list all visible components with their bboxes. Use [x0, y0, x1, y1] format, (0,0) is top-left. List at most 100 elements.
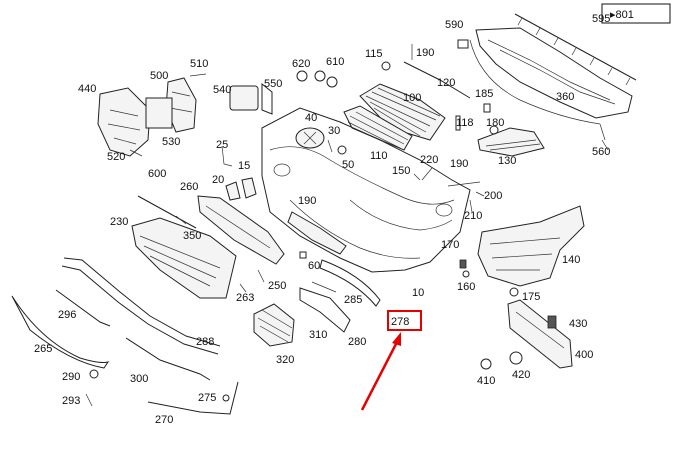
- part-110-grille-lower: [343, 105, 413, 151]
- part-10-bumper-cover: [261, 107, 471, 273]
- part-label-595[interactable]: 595: [592, 13, 610, 25]
- part-15-sensor: [241, 177, 257, 199]
- part-60-clip: [299, 251, 307, 259]
- part-360-bolt: [175, 215, 187, 225]
- part-label-190[interactable]: 190: [416, 47, 434, 59]
- part-label-350[interactable]: 350: [183, 230, 201, 242]
- part-label-296[interactable]: 296: [58, 309, 76, 321]
- part-label-180[interactable]: 180: [486, 117, 504, 129]
- part-label-278[interactable]: 278: [391, 316, 409, 328]
- part-500-bracket: [97, 87, 151, 157]
- part-label-50[interactable]: 50: [342, 159, 354, 171]
- part-275-strip: [147, 381, 239, 415]
- part-label-120[interactable]: 120: [437, 77, 455, 89]
- part-350-grille: [253, 303, 295, 347]
- parts-190-200-210-220: [447, 181, 485, 213]
- part-label-540[interactable]: 540: [213, 84, 231, 96]
- part-label-288[interactable]: 288: [196, 336, 214, 348]
- part-530-clip: [129, 149, 143, 157]
- part-label-150[interactable]: 150: [392, 165, 410, 177]
- part-label-293[interactable]: 293: [62, 395, 80, 407]
- part-label-420[interactable]: 420: [512, 369, 530, 381]
- part-label-600[interactable]: 600: [148, 168, 166, 180]
- part-160-clip: [462, 270, 470, 278]
- part-190-lower-grille: [287, 211, 347, 255]
- part-label-560[interactable]: 560: [592, 146, 610, 158]
- part-label-280[interactable]: 280: [348, 336, 366, 348]
- part-label-400[interactable]: 400: [575, 349, 593, 361]
- part-label-190[interactable]: 190: [298, 195, 316, 207]
- part-label-270[interactable]: 270: [155, 414, 173, 426]
- part-label-185[interactable]: 185: [475, 88, 493, 100]
- part-label-300[interactable]: 300: [130, 373, 148, 385]
- part-label-220[interactable]: 220: [420, 154, 438, 166]
- part-410-plate: [507, 299, 573, 369]
- part-label-118[interactable]: 118: [456, 117, 474, 129]
- part-label-430[interactable]: 430: [569, 318, 587, 330]
- part-25-cable: [221, 145, 233, 167]
- part-310-strip: [125, 337, 211, 381]
- part-180-clip: [489, 125, 499, 135]
- part-label-170[interactable]: 170: [441, 239, 459, 251]
- part-labels: 10 15 20 25 30 40 50 60 100 110 115 118 120 130 140 150…: [34, 13, 610, 426]
- part-265-screw: [239, 283, 247, 293]
- part-label-360[interactable]: 360: [556, 91, 574, 103]
- part-label-530[interactable]: 530: [162, 136, 180, 148]
- part-label-20[interactable]: 20: [212, 174, 224, 186]
- part-label-140[interactable]: 140: [562, 254, 580, 266]
- part-293-clip: [89, 369, 99, 379]
- part-label-200[interactable]: 200: [484, 190, 502, 202]
- part-label-250[interactable]: 250: [268, 280, 286, 292]
- part-600-rail: [514, 13, 637, 86]
- part-185-clip: [483, 103, 491, 113]
- part-label-310[interactable]: 310: [309, 329, 327, 341]
- part-label-190[interactable]: 190: [450, 158, 468, 170]
- part-label-15[interactable]: 15: [238, 160, 250, 172]
- reference-box[interactable]: [601, 3, 671, 24]
- part-label-320[interactable]: 320: [276, 354, 294, 366]
- part-400-crossmember: [469, 27, 633, 141]
- part-175-clip: [509, 287, 519, 297]
- part-label-230[interactable]: 230: [110, 216, 128, 228]
- part-label-25[interactable]: 25: [216, 139, 228, 151]
- part-620-clip: [326, 76, 338, 88]
- part-label-285[interactable]: 285: [344, 294, 362, 306]
- part-label-275[interactable]: 275: [198, 392, 216, 404]
- part-label-210[interactable]: 210: [464, 210, 482, 222]
- part-label-10[interactable]: 10: [412, 287, 424, 299]
- part-560-bracket: [261, 82, 273, 115]
- part-130-light: [477, 127, 545, 157]
- part-label-60[interactable]: 60: [308, 260, 320, 272]
- part-label-510[interactable]: 510: [190, 58, 208, 70]
- part-label-610[interactable]: 610: [326, 56, 344, 68]
- part-440-clip: [547, 315, 557, 329]
- part-278-clip: [222, 394, 230, 402]
- part-label-100[interactable]: 100: [403, 92, 421, 104]
- reference-label: ▸801: [610, 9, 634, 21]
- part-label-440[interactable]: 440: [78, 83, 96, 95]
- part-label-260[interactable]: 260: [180, 181, 198, 193]
- part-30-pin: [327, 139, 333, 153]
- part-label-410[interactable]: 410: [477, 375, 495, 387]
- part-label-115[interactable]: 115: [365, 48, 383, 60]
- part-label-290[interactable]: 290: [62, 371, 80, 383]
- part-label-130[interactable]: 130: [498, 155, 516, 167]
- arrow-head: [392, 332, 401, 346]
- part-288-trim: [311, 281, 337, 293]
- part-label-500[interactable]: 500: [150, 70, 168, 82]
- part-label-175[interactable]: 175: [522, 291, 540, 303]
- part-550-unit: [229, 85, 259, 111]
- part-label-30[interactable]: 30: [328, 125, 340, 137]
- part-610-bar: [137, 195, 197, 229]
- part-label-263[interactable]: 263: [236, 292, 254, 304]
- part-250-carrier: [131, 217, 237, 299]
- part-label-520[interactable]: 520: [107, 151, 125, 163]
- part-label-590[interactable]: 590: [445, 19, 463, 31]
- part-label-620[interactable]: 620: [292, 58, 310, 70]
- part-label-160[interactable]: 160: [457, 281, 475, 293]
- part-300-strip: [55, 289, 111, 327]
- part-label-40[interactable]: 40: [305, 112, 317, 124]
- part-label-110[interactable]: 110: [370, 150, 388, 162]
- part-label-550[interactable]: 550: [264, 78, 282, 90]
- part-label-265[interactable]: 265: [34, 343, 52, 355]
